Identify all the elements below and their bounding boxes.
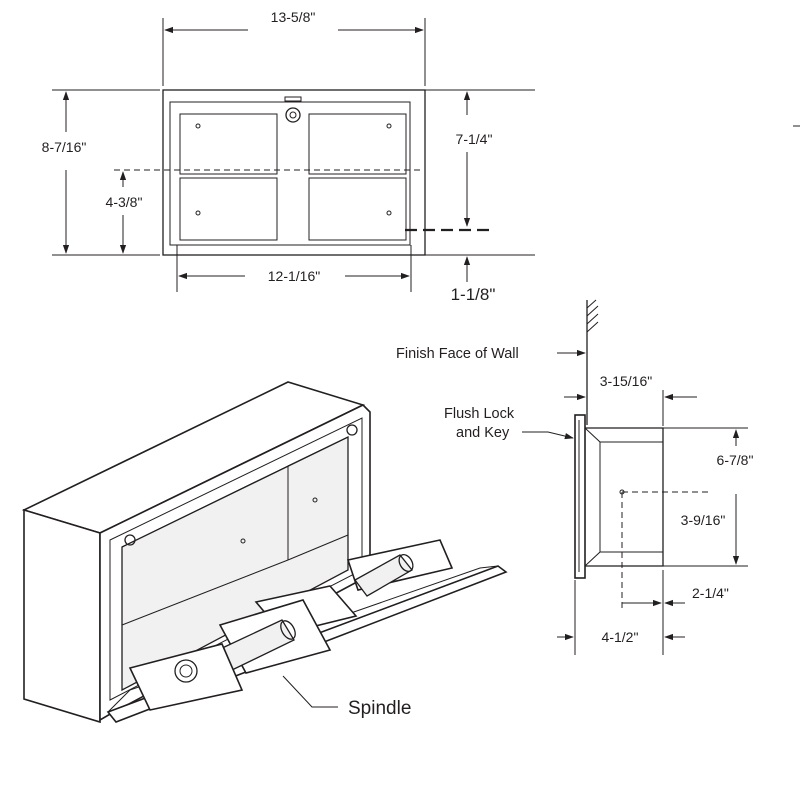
- dim-inner-width: 12-1/16": [268, 268, 320, 284]
- dim-spindle-height: 4-3/8": [106, 194, 143, 210]
- dim-spindle-offset: 3-9/16": [681, 512, 726, 528]
- front-compartment-bottom-left: [179, 177, 278, 241]
- side-section-view: Finish Face of Wall 3-15/16" Flush Lock …: [396, 299, 754, 655]
- label-and-key: and Key: [456, 425, 510, 441]
- screw-icon: [124, 534, 136, 546]
- isometric-view: Spindle: [21, 381, 508, 724]
- dim-overall-depth: 4-1/2": [602, 629, 639, 645]
- dim-overall-width: 13-5/8": [271, 9, 316, 25]
- dim-depth: 3-15/16": [600, 373, 652, 389]
- flush-lock-icon: [284, 96, 302, 123]
- dim-overall-height: 8-7/16": [42, 139, 87, 155]
- front-compartment-top-left: [179, 113, 278, 175]
- wall-hatch: [586, 299, 599, 333]
- iso-box-side: [23, 508, 101, 724]
- dim-bottom-depth: 2-1/4": [692, 585, 729, 601]
- dim-opening-height: 6-7/8": [717, 452, 754, 468]
- label-flush-lock: Flush Lock: [444, 406, 515, 422]
- label-spindle: Spindle: [348, 698, 411, 719]
- side-recessed-box: [585, 427, 664, 567]
- label-finish-face-of-wall: Finish Face of Wall: [396, 346, 519, 362]
- front-outer-frame: [162, 89, 426, 256]
- screw-icon: [346, 424, 358, 436]
- dim-bottom-offset: 1-1/8": [451, 285, 496, 304]
- side-flange: [574, 414, 586, 579]
- front-elevation-view: 13-5/8" 8-7/16" 4-3/8" 7-1/4" 1-1/8" 12-…: [42, 9, 800, 304]
- front-compartment-top-right: [308, 113, 407, 175]
- front-door-panel: [169, 101, 411, 246]
- front-compartment-bottom-right: [308, 177, 407, 241]
- dim-door-height: 7-1/4": [456, 131, 493, 147]
